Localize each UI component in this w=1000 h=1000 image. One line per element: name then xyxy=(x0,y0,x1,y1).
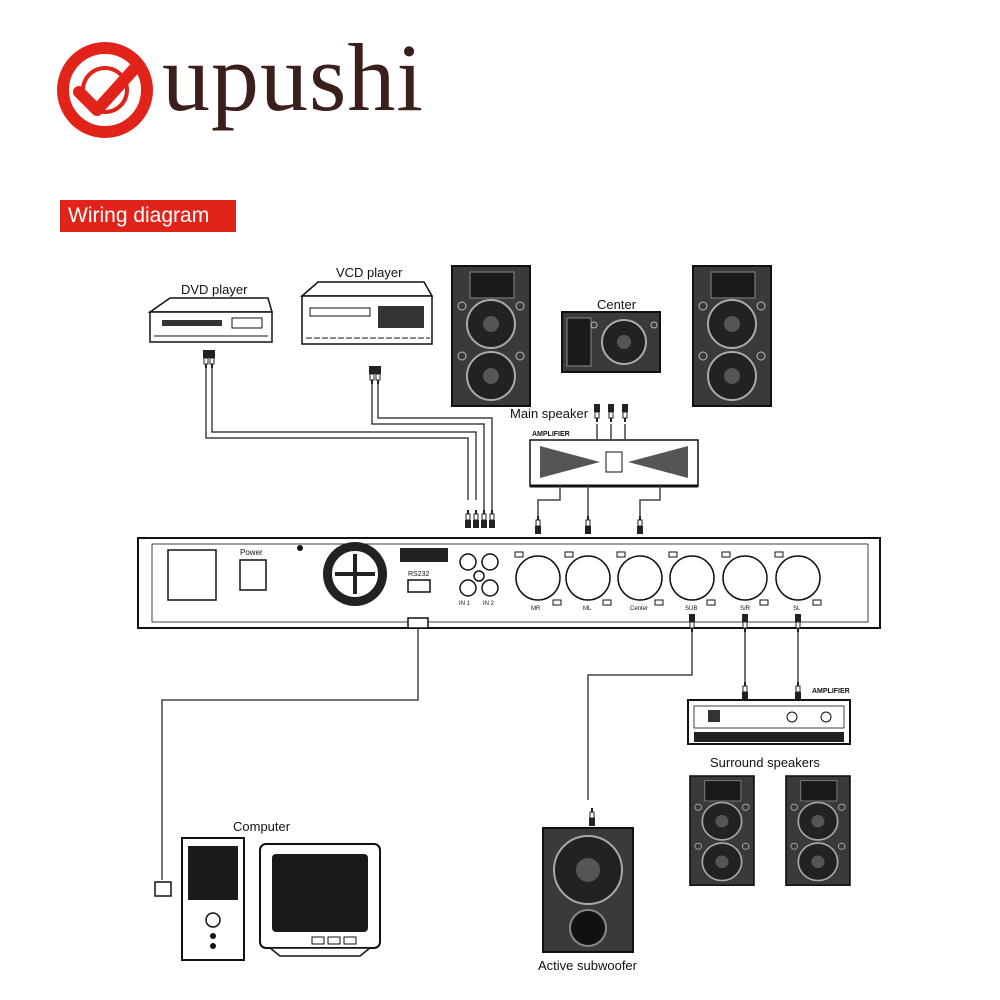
computer-tower xyxy=(181,837,245,961)
output-connector-center xyxy=(616,551,664,606)
main-speaker-cables xyxy=(537,424,661,520)
in2-label: IN 2 xyxy=(483,601,495,607)
main-speaker-right xyxy=(692,265,772,407)
brand-logo xyxy=(55,40,525,140)
surround-speakers-label: Surround speakers xyxy=(710,755,820,770)
computer-label: Computer xyxy=(233,819,291,834)
dvd-player xyxy=(147,297,273,343)
output-connector-sl xyxy=(774,551,822,606)
output-label-mr: MR xyxy=(531,606,541,612)
surround-speaker-left xyxy=(689,775,755,887)
center-speaker xyxy=(561,311,661,373)
output-connector-sub xyxy=(668,551,716,606)
output-label-ml: ML xyxy=(583,606,592,612)
vcd-player-label: VCD player xyxy=(336,265,403,280)
audio-input-cables xyxy=(205,368,493,510)
surround-amplifier-label: AMPLIFIER xyxy=(812,688,850,695)
top-amplifier xyxy=(529,439,699,488)
subwoofer-label: Active subwoofer xyxy=(538,958,638,973)
brand-name: upushi xyxy=(162,24,425,131)
output-label-sr: S/R xyxy=(740,606,751,612)
top-amplifier-label: AMPLIFIER xyxy=(532,431,570,438)
active-subwoofer xyxy=(542,827,634,953)
rs232-plug xyxy=(407,617,429,629)
subwoofer-cable xyxy=(587,628,693,800)
output-connector-ml xyxy=(564,551,612,606)
in1-label: IN 1 xyxy=(459,601,471,607)
wiring-diagram-badge: Wiring diagram xyxy=(60,200,236,232)
output-label-sl: SL xyxy=(793,606,801,612)
power-label: Power xyxy=(240,548,263,557)
rs232-label: RS232 xyxy=(408,571,430,578)
output-connector-mr xyxy=(514,551,562,606)
output-connector-sr xyxy=(721,551,769,606)
computer-monitor xyxy=(259,843,381,957)
main-speaker-left xyxy=(451,265,531,407)
vcd-player xyxy=(300,281,434,345)
center-label: Center xyxy=(597,297,637,312)
surround-cables xyxy=(744,628,799,684)
main-speaker-label: Main speaker xyxy=(510,406,589,421)
surround-speaker-right xyxy=(785,775,851,887)
computer-plug xyxy=(154,881,172,897)
output-label-sub: SUB xyxy=(685,606,697,612)
output-label-center: Center xyxy=(630,606,648,612)
dvd-player-label: DVD player xyxy=(181,282,248,297)
surround-amplifier xyxy=(687,699,851,745)
rs232-cable xyxy=(161,628,419,880)
check-circle-logo-icon xyxy=(57,42,153,138)
